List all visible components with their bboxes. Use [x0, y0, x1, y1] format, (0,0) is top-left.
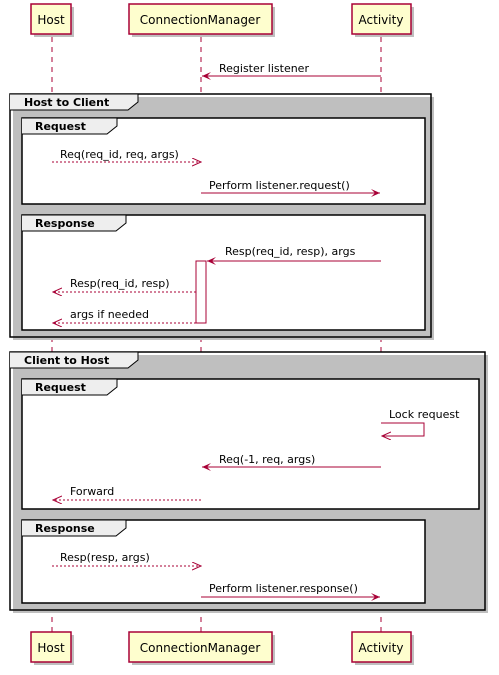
frame-title: Request: [35, 120, 86, 133]
svg-text:Register listener: Register listener: [219, 62, 309, 75]
svg-text:Req(req_id, req, args): Req(req_id, req, args): [60, 148, 179, 161]
svg-text:Forward: Forward: [70, 485, 114, 498]
frame-title: Response: [35, 522, 95, 535]
svg-text:args if needed: args if needed: [70, 308, 149, 321]
svg-text:Lock request: Lock request: [389, 408, 460, 421]
frame-title: Client to Host: [24, 354, 109, 367]
frame-c2h-request: Request: [21, 378, 482, 512]
svg-text:Req(-1, req, args): Req(-1, req, args): [219, 453, 315, 466]
participant-activity-top: Activity: [351, 3, 414, 37]
participant-label: Host: [37, 13, 65, 27]
frame-c2h-response: Response: [21, 519, 428, 606]
message-c2h-lock-request: Lock request: [381, 408, 460, 436]
message-c2h-resp: Resp(resp, args): [52, 551, 201, 566]
activation-bar: [195, 260, 207, 324]
frame-title: Response: [35, 217, 95, 230]
message-c2h-perform-response: Perform listener.response(): [201, 582, 380, 601]
frame-title: Host to Client: [24, 96, 109, 109]
participant-label: ConnectionManager: [140, 13, 261, 27]
message-c2h-req: Req(-1, req, args): [202, 453, 381, 471]
message-h2c-perform-request: Perform listener.request(): [201, 179, 380, 197]
frame-h2c-response: Response: [21, 214, 428, 333]
message-h2c-resp-host: Resp(req_id, resp): [53, 277, 196, 292]
participant-connection-manager-bottom: ConnectionManager: [128, 631, 275, 665]
frame-title: Request: [35, 381, 86, 394]
message-h2c-resp-activity: Resp(req_id, resp), args: [207, 245, 381, 265]
svg-text:Perform listener.request(): Perform listener.request(): [209, 179, 350, 192]
participant-host-top: Host: [30, 3, 74, 37]
message-register-listener: Register listener: [202, 62, 381, 80]
frame-h2c-request: Request: [21, 117, 428, 207]
svg-text:Resp(req_id, resp), args: Resp(req_id, resp), args: [225, 245, 356, 258]
message-h2c-req: Req(req_id, req, args): [52, 148, 201, 162]
message-c2h-forward: Forward: [53, 485, 201, 500]
participant-activity-bottom: Activity: [351, 631, 414, 665]
participant-label: Activity: [359, 13, 404, 27]
svg-text:Perform listener.response(): Perform listener.response(): [209, 582, 358, 595]
participant-connection-manager-top: ConnectionManager: [128, 3, 275, 37]
svg-text:Resp(resp, args): Resp(resp, args): [60, 551, 150, 564]
participant-label: ConnectionManager: [140, 641, 261, 655]
participant-label: Activity: [359, 641, 404, 655]
participant-label: Host: [37, 641, 65, 655]
message-h2c-args: args if needed: [53, 308, 196, 323]
svg-text:Resp(req_id, resp): Resp(req_id, resp): [70, 277, 170, 290]
participant-host-bottom: Host: [30, 631, 74, 665]
